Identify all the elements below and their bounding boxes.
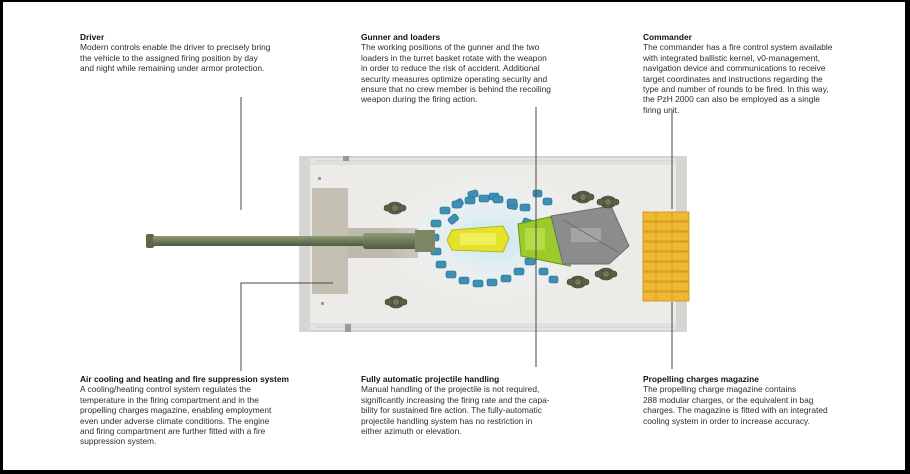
callout-cooling-title: Air cooling and heating and fire suppres… xyxy=(80,374,289,384)
callout-gunner-text: The working positions of the gunner and … xyxy=(361,42,551,105)
callout-magazine-title: Propelling charges magazine xyxy=(643,374,759,384)
vehicle-cutaway-diagram xyxy=(146,97,690,371)
projectile-loader xyxy=(446,225,510,253)
charge-block-icon xyxy=(642,211,690,302)
hull-details xyxy=(318,156,351,332)
callout-handling-title: Fully automatic projectile handling xyxy=(361,374,500,384)
callout-commander-text: The commander has a fire control system … xyxy=(643,42,833,115)
callout-cooling-heating: Air cooling and heating and fire suppres… xyxy=(80,374,330,447)
callout-gunner-title: Gunner and loaders xyxy=(361,32,441,42)
callout-gunner-loaders: Gunner and loaders The working positions… xyxy=(361,32,591,105)
crew-figure-icon xyxy=(383,190,620,309)
callout-charges-magazine: Propelling charges magazine The propelli… xyxy=(643,374,873,426)
callout-handling-text: Manual handling of the projectile is not… xyxy=(361,384,550,437)
diagram-frame: Driver Modern controls enable the driver… xyxy=(3,2,905,470)
callout-driver-title: Driver xyxy=(80,32,105,42)
callout-driver-text: Modern controls enable the driver to pre… xyxy=(80,42,271,74)
callout-magazine-text: The propelling charge magazine contains … xyxy=(643,384,828,426)
breech-mechanism xyxy=(517,205,630,267)
callout-cooling-text: A cooling/heating control system regulat… xyxy=(80,384,272,447)
callout-projectile-handling: Fully automatic projectile handling Manu… xyxy=(361,374,591,436)
callout-commander: Commander The commander has a fire contr… xyxy=(643,32,878,115)
callout-commander-title: Commander xyxy=(643,32,692,42)
gun-barrel xyxy=(146,230,435,252)
callout-driver: Driver Modern controls enable the driver… xyxy=(80,32,320,74)
callout-leader-lines xyxy=(240,97,673,371)
